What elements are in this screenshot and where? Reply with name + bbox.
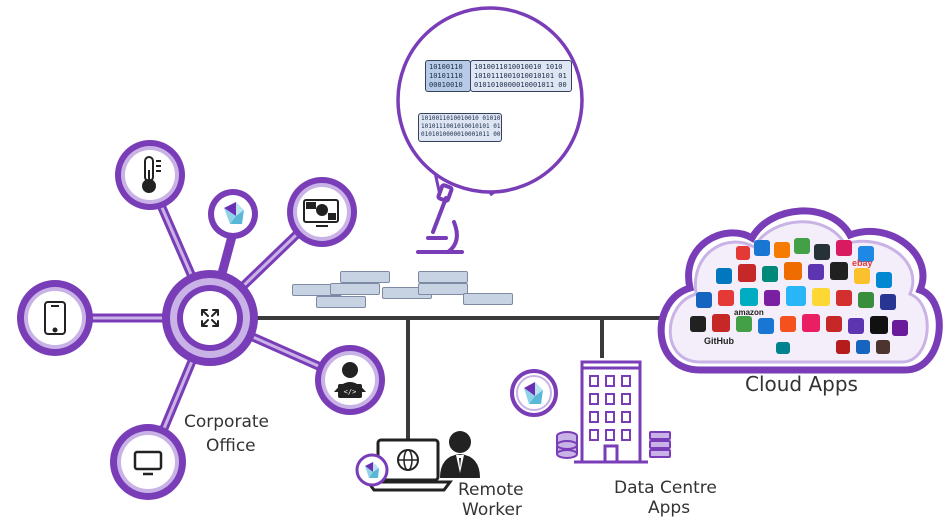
app-tile bbox=[738, 264, 756, 282]
developer-node: </> bbox=[315, 345, 385, 415]
label-remote-worker-line-2: Worker bbox=[462, 500, 522, 520]
businessman-icon bbox=[440, 431, 480, 478]
server-icon bbox=[649, 431, 671, 458]
monitor-node bbox=[287, 177, 357, 247]
app-tile bbox=[826, 316, 842, 332]
app-tile bbox=[764, 290, 780, 306]
smartphone-icon bbox=[44, 301, 66, 335]
app-tile bbox=[762, 266, 778, 282]
thermometer-node bbox=[115, 140, 185, 210]
binary-main-right-line-1: 1010011010010010 1010 bbox=[474, 63, 563, 71]
app-tile bbox=[776, 342, 790, 354]
app-tile bbox=[786, 286, 806, 306]
magnifier-bubble bbox=[396, 6, 584, 197]
app-tile bbox=[802, 314, 820, 332]
binary-secondary-line-2: 1010111001010010101 01 bbox=[421, 123, 501, 130]
monitor-dashboard-icon bbox=[303, 199, 339, 227]
app-tile bbox=[814, 244, 830, 260]
data-packet bbox=[316, 296, 366, 308]
label-corporate-office-line-2: Office bbox=[206, 436, 256, 456]
brand-label-ebay: ebay bbox=[852, 258, 873, 268]
brand-label-amazon: amazon bbox=[734, 308, 764, 317]
data-packet bbox=[418, 283, 468, 295]
app-tile bbox=[876, 340, 890, 354]
remote-app-logo bbox=[355, 453, 389, 487]
app-tile bbox=[812, 288, 830, 306]
app-tile bbox=[758, 318, 774, 334]
app-logo-node bbox=[208, 189, 258, 239]
data-packet bbox=[463, 293, 513, 305]
app-tile bbox=[808, 264, 824, 280]
datacentre-app-logo bbox=[510, 369, 558, 417]
app-tile bbox=[696, 292, 712, 308]
app-tile bbox=[880, 294, 896, 310]
router-arrows-icon bbox=[201, 309, 219, 327]
desktop-node bbox=[110, 424, 186, 500]
app-tile bbox=[780, 316, 796, 332]
app-tile bbox=[870, 316, 888, 334]
building-icon bbox=[574, 360, 648, 464]
cloud-app-collage: GitHub amazon ebay bbox=[676, 232, 922, 360]
app-tile bbox=[736, 316, 752, 332]
svg-text:</>: </> bbox=[344, 388, 357, 396]
label-data-centre-apps-line-2: Apps bbox=[648, 498, 691, 518]
label-corporate-office-line-1: Corporate bbox=[184, 412, 269, 432]
app-tile bbox=[848, 318, 864, 334]
label-data-centre-apps-line-1: Data Centre bbox=[614, 478, 717, 498]
laptop-globe-icon bbox=[365, 438, 453, 492]
router-hub bbox=[162, 270, 258, 366]
binary-secondary-line-3: 0101010000010001011 00 bbox=[421, 131, 501, 138]
microscope-icon bbox=[416, 183, 464, 254]
app-tile bbox=[712, 314, 730, 332]
phone-node bbox=[17, 280, 93, 356]
data-packet bbox=[330, 283, 380, 295]
app-tile bbox=[736, 246, 750, 260]
app-tile bbox=[690, 316, 706, 332]
binary-block-secondary bbox=[418, 113, 502, 142]
desktop-monitor-icon bbox=[133, 450, 163, 476]
app-tile bbox=[836, 240, 852, 256]
data-packet bbox=[418, 271, 468, 283]
label-remote-worker-line-1: Remote bbox=[458, 480, 524, 500]
app-tile bbox=[858, 292, 874, 308]
app-tile bbox=[716, 268, 732, 284]
app-tile bbox=[784, 262, 802, 280]
app-tile bbox=[854, 268, 870, 284]
database-icon bbox=[556, 431, 578, 459]
binary-main-left-line-2: 10101110 bbox=[429, 72, 463, 80]
binary-main-right-line-2: 1010111001010010101 01 bbox=[474, 72, 567, 80]
app-tile bbox=[876, 272, 892, 288]
brand-label-github: GitHub bbox=[704, 336, 734, 346]
app-tile bbox=[774, 242, 790, 258]
app-tile bbox=[892, 320, 908, 336]
app-tile bbox=[718, 290, 734, 306]
app-tile bbox=[836, 290, 852, 306]
app-tile bbox=[830, 262, 848, 280]
app-tile bbox=[740, 288, 758, 306]
app-tile bbox=[754, 240, 770, 256]
app-tile bbox=[836, 340, 850, 354]
binary-block-main-right bbox=[470, 60, 572, 92]
binary-main-left-line-3: 00010010 bbox=[429, 81, 463, 89]
app-tile bbox=[858, 246, 874, 262]
binary-main-left-line-1: 10100110 bbox=[429, 63, 463, 71]
binary-main-right-line-3: 0101010000010001011 00 bbox=[474, 81, 567, 89]
binary-secondary-line-1: 1010011010010010 01010 bbox=[421, 115, 501, 122]
thermometer-icon bbox=[142, 156, 161, 193]
developer-person-icon: </> bbox=[334, 362, 366, 398]
binary-block-main-left bbox=[425, 60, 471, 92]
app-tile bbox=[794, 238, 810, 254]
data-packet bbox=[340, 271, 390, 283]
app-logo-icon bbox=[224, 202, 244, 224]
label-cloud-apps: Cloud Apps bbox=[745, 372, 858, 396]
app-tile bbox=[856, 340, 870, 354]
